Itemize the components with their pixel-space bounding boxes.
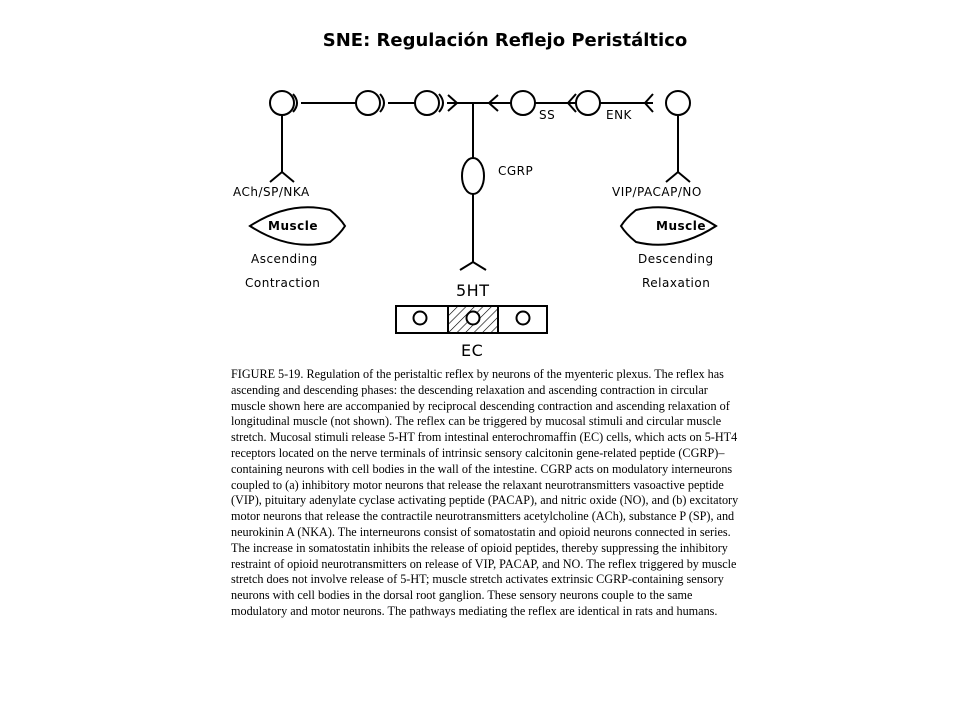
opioid-interneuron xyxy=(575,90,654,116)
cell-nucleus xyxy=(515,310,531,326)
figure-caption: FIGURE 5-19. Regulation of the peristalt… xyxy=(231,367,739,618)
right-muscle-shape xyxy=(619,206,718,246)
label-inhibitory-transmitters: VIP/PACAP/NO xyxy=(612,185,702,199)
inhibitory-motor-neuron xyxy=(665,90,691,183)
peristaltic-reflex-diagram: SS ENK CGRP ACh/SP/NKA VIP/PACAP/NO Musc… xyxy=(233,90,718,360)
cell-nucleus xyxy=(465,310,481,326)
interneuron-1 xyxy=(355,90,385,116)
cgrp-sensory-neuron xyxy=(447,94,499,271)
label-right-muscle: Muscle xyxy=(656,219,706,233)
label-descending: Descending xyxy=(638,252,714,266)
label-relaxation: Relaxation xyxy=(642,276,710,290)
label-ascending: Ascending xyxy=(251,252,318,266)
interneuron-2 xyxy=(414,90,444,116)
left-muscle-shape xyxy=(248,206,347,246)
label-ss: SS xyxy=(539,108,555,122)
cell-nucleus xyxy=(412,310,428,326)
label-5ht: 5HT xyxy=(456,281,489,300)
excitatory-motor-neuron xyxy=(269,90,298,183)
label-contraction: Contraction xyxy=(245,276,320,290)
label-ec: EC xyxy=(461,341,483,360)
slide-title: SNE: Regulación Reflejo Peristáltico xyxy=(322,30,688,51)
label-enk: ENK xyxy=(606,108,633,122)
label-left-muscle: Muscle xyxy=(268,219,318,233)
label-cgrp: CGRP xyxy=(498,164,533,178)
label-excitatory-transmitters: ACh/SP/NKA xyxy=(233,185,310,199)
somatostatin-interneuron xyxy=(510,90,577,116)
